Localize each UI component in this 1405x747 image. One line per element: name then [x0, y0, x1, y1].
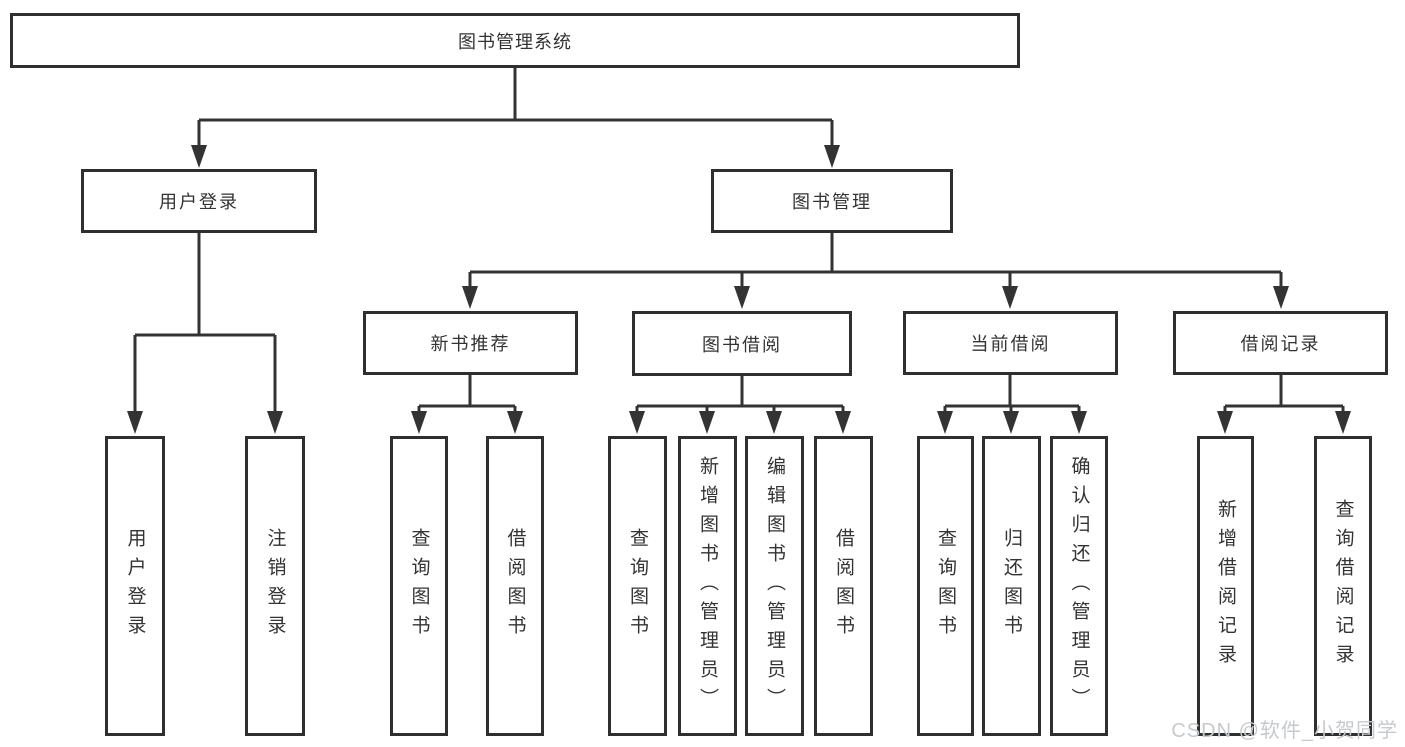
leaf-current-return-books-label: 归还图书	[1001, 528, 1022, 644]
node-borrowing-records: 借阅记录	[1173, 311, 1388, 375]
leaf-current-return-books: 归还图书	[982, 436, 1041, 736]
leaf-borrowing-add-books-admin: 新增图书（管理员）	[678, 436, 737, 736]
leaf-records-query-record: 查询借阅记录	[1314, 436, 1372, 736]
arrowhead-icons	[127, 145, 1351, 434]
leaf-logout-login: 注销登录	[245, 436, 305, 736]
watermark-text: CSDN @软件_小贺同学	[1171, 720, 1398, 742]
leaf-borrowing-query-books-label: 查询图书	[627, 528, 648, 644]
node-new-book-recommend: 新书推荐	[363, 311, 578, 375]
leaf-user-login: 用户登录	[105, 436, 165, 736]
leaf-borrowing-edit-books-admin: 编辑图书（管理员）	[745, 436, 804, 736]
leaf-recommend-query-books: 查询图书	[390, 436, 448, 736]
leaf-records-add-record: 新增借阅记录	[1197, 436, 1254, 736]
leaf-borrowing-edit-books-admin-label: 编辑图书（管理员）	[764, 455, 785, 717]
node-root: 图书管理系统	[10, 13, 1020, 68]
node-user-login: 用户登录	[81, 169, 317, 233]
leaf-borrowing-add-books-admin-label: 新增图书（管理员）	[697, 455, 718, 717]
leaf-borrowing-borrow-books: 借阅图书	[814, 436, 873, 736]
leaf-recommend-borrow-books-label: 借阅图书	[504, 528, 526, 644]
leaf-borrowing-query-books: 查询图书	[608, 436, 667, 736]
node-current-borrowing: 当前借阅	[903, 311, 1118, 375]
leaf-current-confirm-return-admin-label: 确认归还（管理员）	[1068, 455, 1090, 717]
leaf-records-add-record-label: 新增借阅记录	[1215, 499, 1236, 673]
node-book-borrowing: 图书借阅	[632, 311, 852, 376]
leaf-recommend-borrow-books: 借阅图书	[486, 436, 544, 736]
leaf-current-confirm-return-admin: 确认归还（管理员）	[1050, 436, 1108, 736]
leaf-records-query-record-label: 查询借阅记录	[1332, 499, 1354, 673]
leaf-logout-login-label: 注销登录	[264, 528, 286, 644]
leaf-borrowing-borrow-books-label: 借阅图书	[833, 528, 854, 644]
leaf-recommend-query-books-label: 查询图书	[408, 528, 430, 644]
node-book-management: 图书管理	[711, 169, 953, 233]
leaf-current-query-books: 查询图书	[917, 436, 974, 736]
leaf-user-login-label: 用户登录	[124, 528, 146, 644]
leaf-current-query-books-label: 查询图书	[935, 528, 956, 644]
